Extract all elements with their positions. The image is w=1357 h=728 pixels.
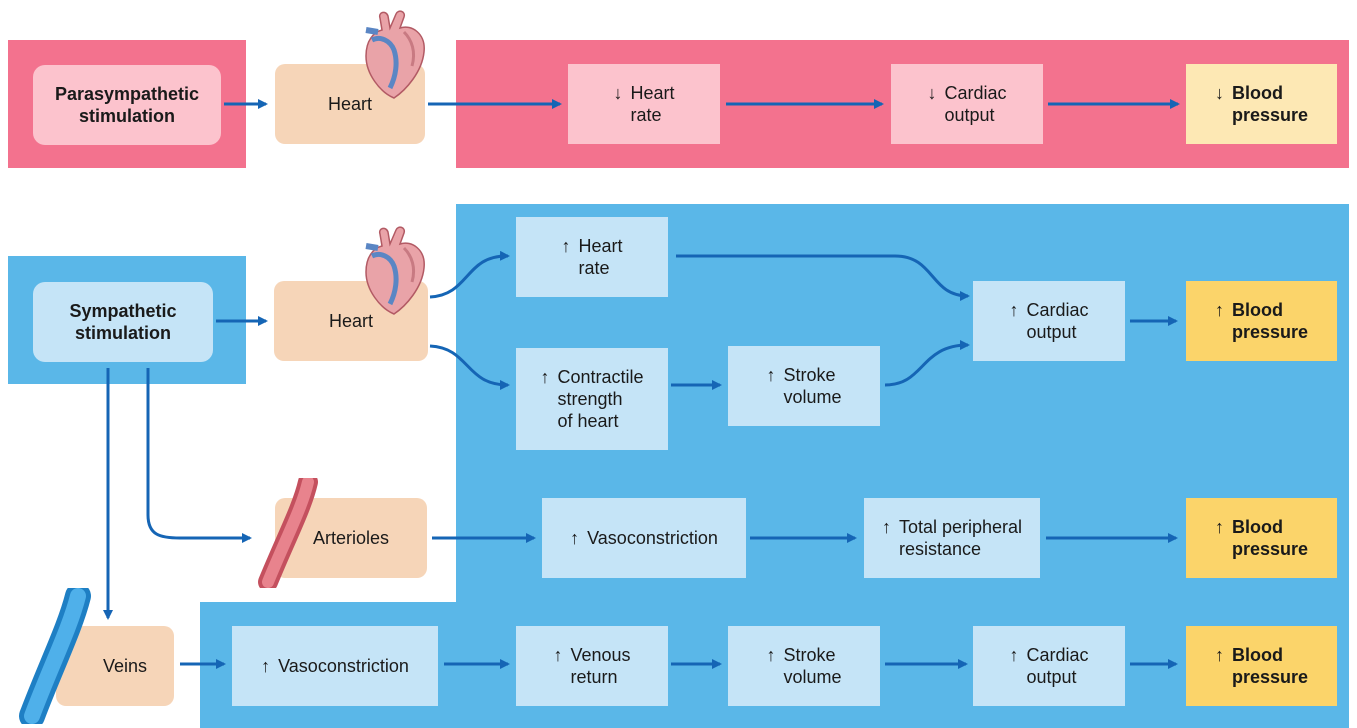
symp-blood-pressure-box-1: ↑ Blood pressure: [1186, 281, 1337, 361]
down-arrow-icon: ↓: [1214, 83, 1224, 103]
para-heart-rate-label: Heart rate: [630, 83, 675, 125]
arteriole-vasoconstriction-label: Vasoconstriction: [587, 528, 718, 548]
arteriole-vasoconstriction-box: ↑ Vasoconstriction: [542, 498, 746, 578]
parasympathetic-stimulation-label: Parasympathetic stimulation: [54, 84, 200, 126]
veins-label: Veins: [102, 656, 148, 676]
vein-stroke-volume-box: ↑ Stroke volume: [728, 626, 880, 706]
vein-icon: [19, 588, 91, 724]
symp-heart-rate-box: ↑ Heart rate: [516, 217, 668, 297]
symp-heart-rate-label: Heart rate: [578, 236, 623, 278]
symp-stroke-volume-label: Stroke volume: [783, 365, 842, 407]
up-arrow-icon: ↑: [553, 645, 563, 665]
arteriole-icon: [258, 478, 318, 588]
down-arrow-icon: ↓: [613, 83, 623, 103]
up-arrow-icon: ↑: [561, 236, 571, 256]
para-blood-pressure-box: ↓ Blood pressure: [1186, 64, 1337, 144]
symp-blood-pressure-label-2: Blood pressure: [1231, 517, 1309, 559]
sympathetic-stimulation-label: Sympathetic stimulation: [69, 301, 177, 343]
vein-vasoconstriction-label: Vasoconstriction: [278, 656, 409, 676]
up-arrow-icon: ↑: [570, 528, 580, 548]
up-arrow-icon: ↑: [1214, 517, 1224, 537]
parasympathetic-stimulation-box: Parasympathetic stimulation: [33, 65, 221, 145]
contractile-strength-box: ↑ Contractile strength of heart: [516, 348, 668, 450]
vein-cardiac-output-box: ↑ Cardiac output: [973, 626, 1125, 706]
para-heart-label: Heart: [327, 94, 372, 114]
up-arrow-icon: ↑: [1009, 645, 1019, 665]
venous-return-box: ↑ Venous return: [516, 626, 668, 706]
arrow-symp-to-arterioles: [146, 368, 252, 543]
arrow-rate-to-output: [676, 254, 970, 301]
peripheral-resistance-label: Total peripheral resistance: [898, 517, 1023, 559]
venous-return-label: Venous return: [570, 645, 631, 687]
symp-blood-pressure-box-3: ↑ Blood pressure: [1186, 626, 1337, 706]
up-arrow-icon: ↑: [881, 517, 891, 537]
arrow-stroke-to-output: [884, 340, 970, 387]
up-arrow-icon: ↑: [261, 656, 271, 676]
sympathetic-stimulation-box: Sympathetic stimulation: [33, 282, 213, 362]
symp-blood-pressure-label-1: Blood pressure: [1231, 300, 1309, 342]
symp-stroke-volume-box: ↑ Stroke volume: [728, 346, 880, 426]
para-blood-pressure-label: Blood pressure: [1231, 83, 1309, 125]
symp-cardiac-output-label: Cardiac output: [1026, 300, 1089, 342]
up-arrow-icon: ↑: [1214, 645, 1224, 665]
heart-icon: [365, 226, 425, 315]
heart-icon: [365, 10, 425, 99]
vein-stroke-volume-label: Stroke volume: [783, 645, 842, 687]
up-arrow-icon: ↑: [1009, 300, 1019, 320]
up-arrow-icon: ↑: [1214, 300, 1224, 320]
down-arrow-icon: ↓: [927, 83, 937, 103]
up-arrow-icon: ↑: [766, 645, 776, 665]
contractile-strength-label: Contractile strength of heart: [557, 367, 644, 431]
symp-heart-label: Heart: [328, 311, 373, 331]
vein-vasoconstriction-box: ↑ Vasoconstriction: [232, 626, 438, 706]
veins-box: Veins: [56, 626, 174, 706]
up-arrow-icon: ↑: [766, 365, 776, 385]
arterioles-label: Arterioles: [312, 528, 390, 548]
symp-blood-pressure-label-3: Blood pressure: [1231, 645, 1309, 687]
para-cardiac-output-label: Cardiac output: [944, 83, 1007, 125]
arrow-heart-to-rate: [429, 250, 510, 299]
para-heart-rate-box: ↓ Heart rate: [568, 64, 720, 144]
symp-cardiac-output-box: ↑ Cardiac output: [973, 281, 1125, 361]
vein-cardiac-output-label: Cardiac output: [1026, 645, 1089, 687]
arrow-heart-to-contractile: [429, 344, 510, 390]
peripheral-resistance-box: ↑ Total peripheral resistance: [864, 498, 1040, 578]
para-cardiac-output-box: ↓ Cardiac output: [891, 64, 1043, 144]
up-arrow-icon: ↑: [540, 367, 550, 387]
symp-blood-pressure-box-2: ↑ Blood pressure: [1186, 498, 1337, 578]
